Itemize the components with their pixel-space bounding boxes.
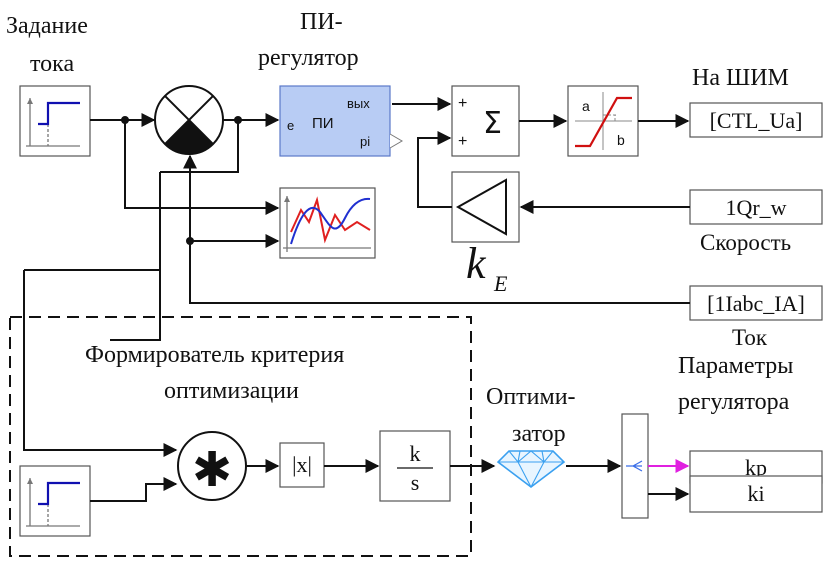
iabc-text: [1Iabc_IA] — [707, 291, 805, 316]
signal-wires — [23, 97, 690, 502]
current-setpoint-label-2: тока — [30, 51, 74, 77]
comparator-block[interactable] — [154, 85, 224, 155]
saturation-label-b: b — [617, 132, 625, 148]
saturation-label-a: a — [582, 98, 590, 114]
abs-text: |x| — [292, 452, 312, 477]
step-source-bottom[interactable] — [19, 465, 91, 537]
pi-state-port: pi — [360, 134, 370, 149]
ki-text: ki — [747, 481, 764, 506]
pi-output-port: вых — [347, 96, 370, 111]
criterion-former-frame — [9, 316, 472, 557]
criterion-former-label-1: Формирователь критерия — [85, 342, 344, 368]
integrator-denominator: s — [411, 470, 420, 495]
ke-gain-label: k — [466, 239, 487, 288]
regulator-params-label-2: регулятора — [678, 389, 790, 415]
pi-regulator-label-2: регулятор — [258, 45, 359, 71]
current-setpoint-label-1: Задание — [6, 13, 88, 39]
sum-block[interactable]: + + Σ — [451, 85, 520, 157]
demux-block[interactable] — [621, 413, 649, 519]
ctl-ua-goto[interactable]: [CTL_Ua] — [689, 102, 823, 138]
sum-plus-2: + — [458, 133, 467, 150]
step-line-icon — [38, 101, 80, 126]
saturation-block[interactable]: a b — [567, 85, 639, 157]
pi-regulator-label-1: ПИ- — [300, 9, 343, 35]
ke-gain-block[interactable] — [451, 171, 520, 243]
pi-input-port: e — [287, 118, 294, 133]
regulator-params-label-1: Параметры — [678, 353, 793, 379]
pi-regulator-block[interactable]: e ПИ вых pi — [279, 85, 403, 157]
step-source-top[interactable] — [19, 85, 91, 157]
ke-gain-subscript: E — [493, 271, 508, 296]
gain-triangle-icon — [455, 178, 507, 236]
demux-fan-icon — [626, 460, 643, 472]
sum-plus-1: + — [458, 95, 467, 112]
ctl-ua-text: [CTL_Ua] — [710, 108, 803, 133]
kp-text: kp — [745, 455, 767, 480]
speed-source-block[interactable]: 1Qr_w — [689, 189, 823, 225]
step-line-icon — [38, 481, 80, 506]
scope-block[interactable] — [279, 187, 376, 259]
current-label: Ток — [732, 325, 768, 350]
sigma-symbol: Σ — [483, 106, 502, 141]
criterion-former-label-2: оптимизации — [164, 378, 299, 404]
optimizer-label-2: затор — [512, 421, 566, 447]
speed-label: Скорость — [700, 230, 791, 255]
abs-block[interactable]: |x| — [279, 442, 325, 488]
saturation-curve-icon — [575, 96, 632, 148]
qr-w-text: 1Qr_w — [725, 195, 786, 220]
optimizer-label-1: Оптими- — [486, 384, 576, 410]
pi-state-outport-icon — [389, 133, 403, 149]
to-pwm-label: На ШИМ — [692, 65, 789, 91]
scope-blue-trace-icon — [290, 197, 371, 245]
current-source-block[interactable]: [1Iabc_IA] — [689, 285, 823, 321]
integrator-numerator: k — [410, 441, 421, 466]
asterisk-icon: ✱ — [192, 442, 232, 498]
optimizer-gem-icon[interactable] — [496, 450, 566, 489]
product-block[interactable]: ✱ — [177, 431, 247, 501]
ki-output-block[interactable]: ki — [689, 475, 823, 513]
integrator-block[interactable]: k s — [379, 430, 451, 502]
pi-block-name: ПИ — [312, 115, 334, 132]
